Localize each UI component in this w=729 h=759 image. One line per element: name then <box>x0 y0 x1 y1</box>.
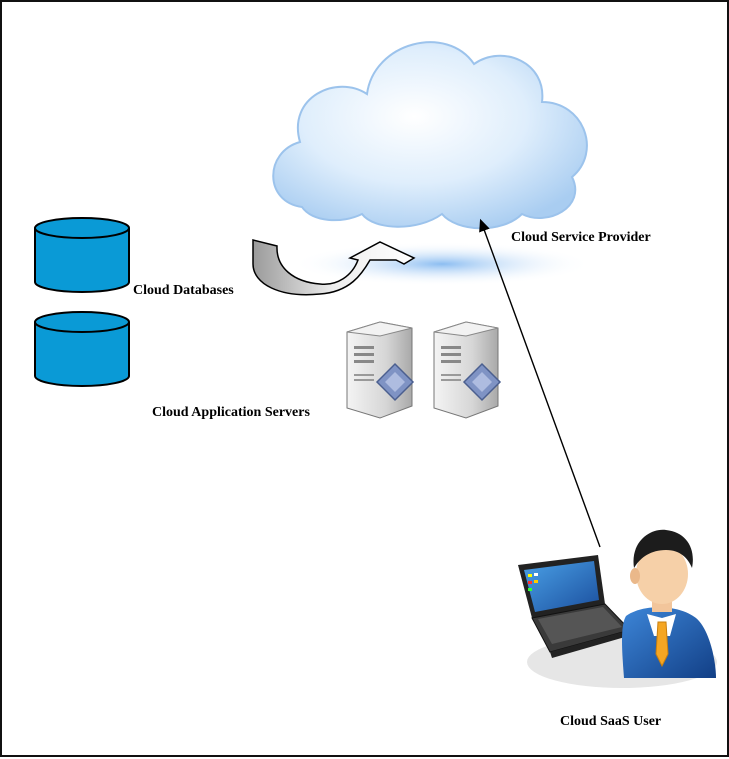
database-icon <box>34 311 130 387</box>
laptop-icon <box>518 555 632 658</box>
cloud-icon <box>272 41 588 230</box>
cloud-glow <box>292 242 592 286</box>
user-to-cloud-connector <box>479 218 601 548</box>
server-icon <box>433 321 502 419</box>
cloud-saas-user-label: Cloud SaaS User <box>560 714 662 729</box>
curved-arrow-icon <box>252 239 416 296</box>
cloud-service-provider-label: Cloud Service Provider <box>511 230 651 245</box>
user-icon <box>622 529 716 678</box>
cloud-databases-label: Cloud Databases <box>133 283 234 298</box>
database-icon <box>34 217 130 293</box>
cloud-application-servers-label: Cloud Application Servers <box>152 405 310 420</box>
server-icon <box>346 321 415 419</box>
